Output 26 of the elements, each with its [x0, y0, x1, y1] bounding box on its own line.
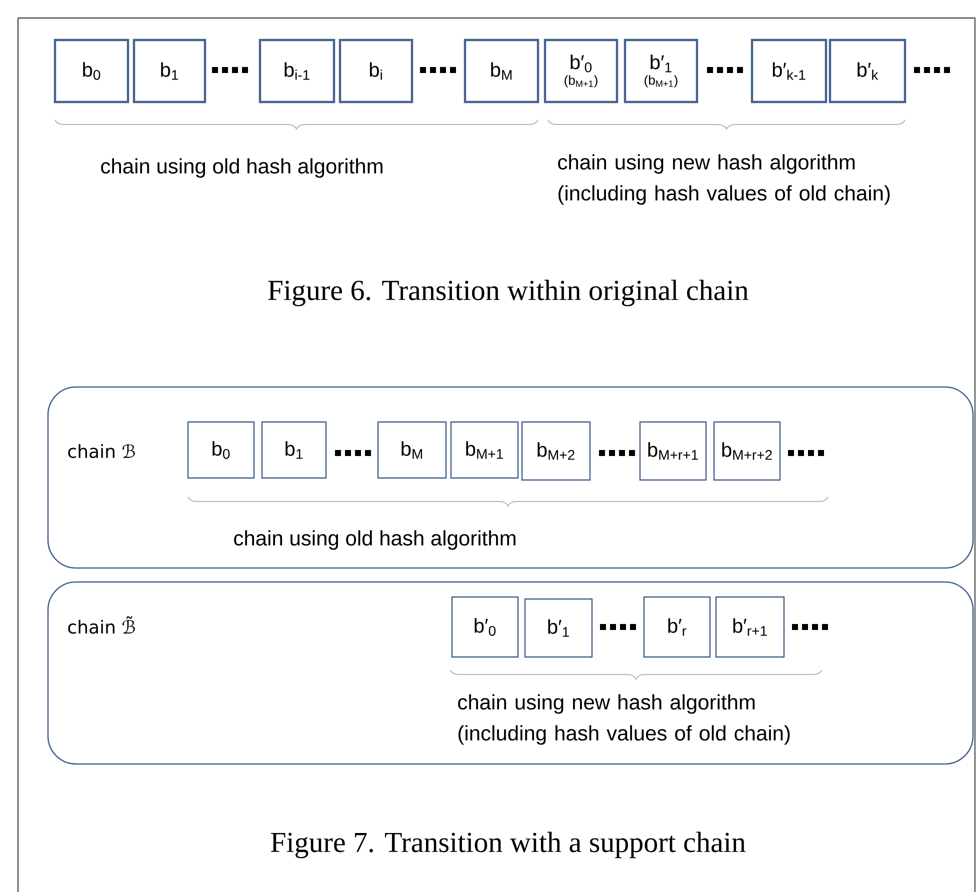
block-box: b′$_{0}$ (b$_{M+1}$) [544, 38, 618, 104]
block-box: b′$_{k-1}$ [750, 38, 828, 104]
block-box: b′$_{1}$ [524, 598, 593, 658]
block-box: b′$_{0}$ [451, 596, 519, 658]
block-box: b$_{i}$ [338, 38, 414, 104]
block-box: b$_{0}$ [54, 38, 130, 104]
block-box: b′$_{k}$ [828, 38, 906, 104]
block-box: b$_{1}$ [261, 421, 327, 479]
block-box: b$_{M}$ [464, 38, 540, 104]
block-box: b$_{M+r+1}$ [639, 421, 707, 481]
brace-label: chain using new hash algorithm (including hash values of old chain) [558, 154, 890, 205]
block-box: b$_{M+2}$ [521, 421, 591, 481]
block-box: b$_{M}$ [377, 421, 447, 479]
block-box: b$_{M+1}$ [450, 421, 519, 479]
block-box: b′$_{r+1}$ [715, 596, 785, 658]
brace-label: chain using new hash algorithm (including hash values of old chain) [458, 694, 790, 745]
block-box: b$_{1}$ [132, 38, 206, 104]
block-box: b$_{0}$ [187, 421, 255, 479]
brace-label: chain using old hash algorithm [101, 158, 382, 178]
block-box: b$_{M+r+2}$ [713, 421, 781, 481]
figure-caption: Figure 7. Transition with a support chain [270, 832, 746, 858]
block-box: b′$_{r}$ [643, 596, 711, 658]
block-box: b′$_{1}$ (b$_{M+1}$) [624, 38, 698, 104]
figure-caption: Figure 6. Transition within original chain [268, 280, 748, 306]
block-box: b$_{i-1}$ [258, 38, 336, 104]
brace-label: chain using old hash algorithm [234, 530, 516, 550]
